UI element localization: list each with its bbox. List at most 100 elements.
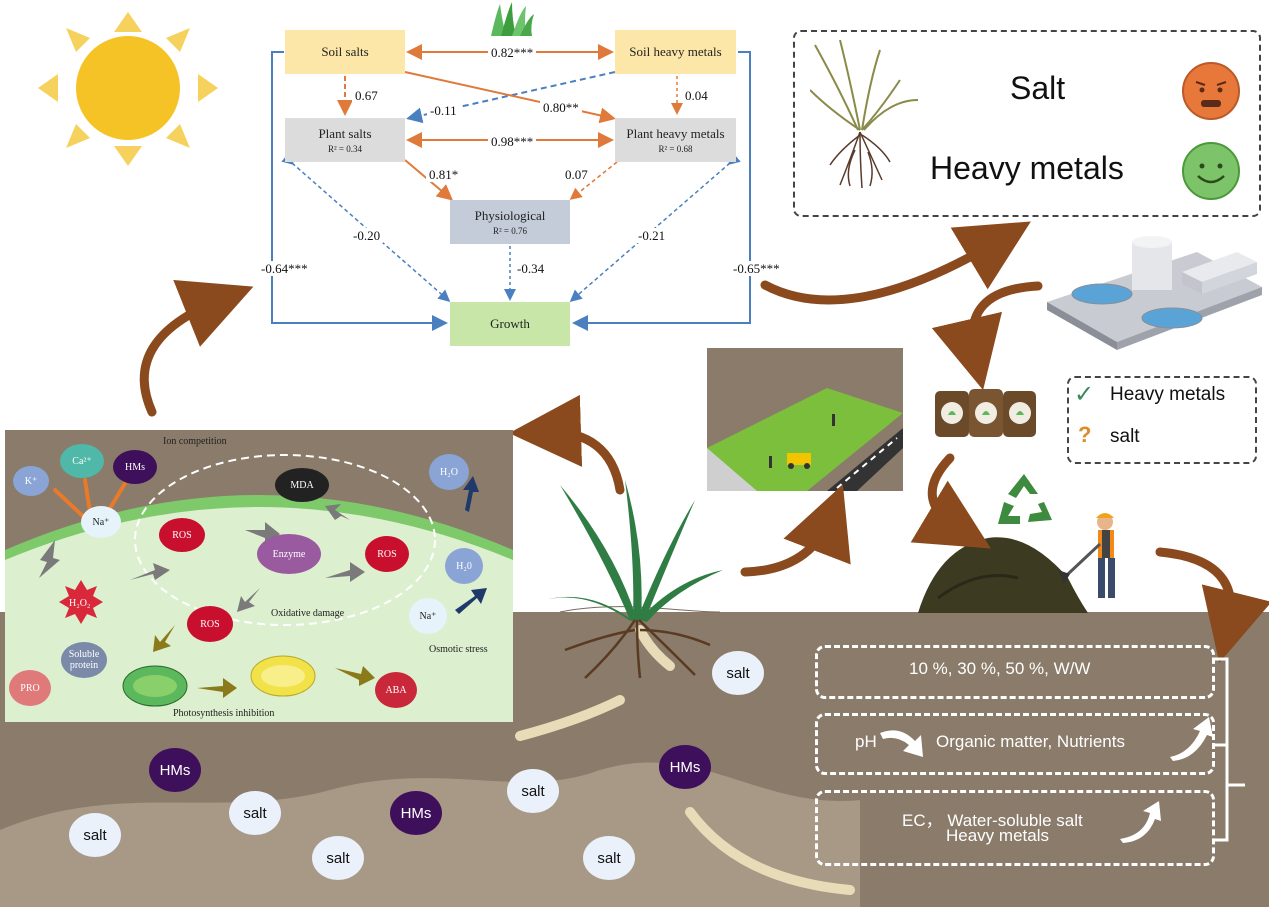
soil-salt-marker: salt bbox=[229, 791, 281, 835]
evaluation-legend-box bbox=[1067, 376, 1257, 464]
path-coef: 0.04 bbox=[682, 88, 711, 103]
path-coef: -0.11 bbox=[427, 103, 460, 118]
osmotic-stress-label: Osmotic stress bbox=[429, 644, 488, 655]
growth-label: Growth bbox=[490, 316, 530, 331]
salt-label: salt bbox=[83, 826, 107, 844]
soil-hms-marker: HMs bbox=[390, 791, 442, 835]
ros-label: ROS bbox=[377, 548, 397, 560]
question-icon: ? bbox=[1078, 422, 1092, 447]
happy-face-icon bbox=[1182, 142, 1240, 200]
ros-label: ROS bbox=[200, 618, 220, 630]
enzyme-label: Enzyme bbox=[272, 548, 306, 560]
hms-label: HMs bbox=[159, 761, 191, 779]
hms-ion: HMs bbox=[113, 450, 157, 484]
h2o2-label: H₂O₂ bbox=[69, 598, 91, 609]
h2o-label: H₂0 bbox=[456, 560, 472, 572]
plant-salts-label: Plant salts bbox=[318, 126, 372, 141]
hms-ion-label: HMs bbox=[124, 461, 145, 473]
mda-label: MDA bbox=[290, 479, 314, 491]
mda-node: MDA bbox=[275, 468, 329, 502]
h2o-node: H₂0 bbox=[445, 548, 483, 584]
ros-label: ROS bbox=[172, 529, 192, 541]
legend-salt-label: Salt bbox=[1010, 70, 1066, 106]
salt-label: salt bbox=[726, 664, 750, 682]
path-coef: 0.67 bbox=[352, 88, 381, 103]
salt-label: salt bbox=[243, 804, 267, 822]
plant-salts-node: Plant salts R² = 0.34 bbox=[285, 118, 405, 162]
road-construction-image bbox=[707, 348, 903, 491]
eval-salt-label: salt bbox=[1110, 426, 1140, 447]
treatment-ph: pH bbox=[855, 732, 877, 751]
treatment-box bbox=[815, 645, 1215, 699]
soil-salts-node: Soil salts bbox=[285, 30, 405, 74]
plant-salts-r2: R² = 0.34 bbox=[327, 144, 363, 154]
h2o-node: H₂O bbox=[429, 454, 469, 490]
sad-face-icon bbox=[1182, 62, 1240, 120]
soil-salt-marker: salt bbox=[712, 651, 764, 695]
hms-label: HMs bbox=[669, 758, 701, 776]
path-coef: -0.20 bbox=[350, 228, 384, 243]
soluble-protein-node: Soluble protein bbox=[61, 642, 107, 678]
treatment-organic: Organic matter, Nutrients bbox=[936, 732, 1125, 751]
physiological-label: Physiological bbox=[474, 208, 546, 223]
h2o-label: H₂O bbox=[440, 466, 458, 478]
check-icon: ✓ bbox=[1074, 381, 1095, 408]
oxidative-damage-label: Oxidative damage bbox=[271, 608, 345, 619]
cell-mechanism-panel: Ion competition K⁺ Ca²⁺ HMs Na⁺ H₂O₂ ROS… bbox=[5, 430, 513, 722]
treatment-ec: EC， Water-soluble salt bbox=[902, 811, 1083, 830]
ros-node: ROS bbox=[187, 606, 233, 642]
soil-salts-label: Soil salts bbox=[321, 44, 369, 59]
ca-ion: Ca²⁺ bbox=[60, 444, 104, 478]
na-ion-label: Na⁺ bbox=[92, 516, 110, 528]
photosynthesis-inhibition-label: Photosynthesis inhibition bbox=[173, 708, 275, 719]
ryegrass-plant bbox=[545, 480, 723, 679]
aba-node: ABA bbox=[375, 672, 417, 708]
ca-ion-label: Ca²⁺ bbox=[72, 455, 92, 467]
k-ion-label: K⁺ bbox=[24, 475, 38, 487]
plant-heavy-metals-r2: R² = 0.68 bbox=[658, 144, 693, 154]
plant-heavy-metals-label: Plant heavy metals bbox=[626, 126, 725, 141]
growth-node: Growth bbox=[450, 302, 570, 346]
compost-bags-icon bbox=[935, 389, 1036, 437]
path-coef: -0.21 bbox=[635, 228, 669, 243]
recycle-icon bbox=[998, 474, 1052, 524]
ion-competition-label: Ion competition bbox=[163, 436, 227, 447]
soil-hms-marker: HMs bbox=[659, 745, 711, 789]
soil-salt-marker: salt bbox=[583, 836, 635, 880]
path-coef: -0.65*** bbox=[730, 261, 783, 276]
physiological-node: Physiological R² = 0.76 bbox=[450, 200, 570, 244]
path-coef: 0.07 bbox=[562, 167, 591, 182]
aba-label: ABA bbox=[385, 684, 407, 696]
treatment-box bbox=[815, 790, 1215, 866]
path-coef: -0.34 bbox=[514, 261, 548, 276]
soil-heavy-metals-node: Soil heavy metals bbox=[615, 30, 736, 74]
na-ion-label: Na⁺ bbox=[419, 610, 437, 622]
soil-hms-marker: HMs bbox=[149, 748, 201, 792]
ros-node: ROS bbox=[159, 518, 205, 552]
physiological-r2: R² = 0.76 bbox=[492, 226, 528, 236]
soil-heavy-metals-label: Soil heavy metals bbox=[629, 44, 722, 59]
salt-label: salt bbox=[597, 849, 621, 867]
path-coef: 0.82*** bbox=[488, 45, 537, 60]
path-coef: 0.98*** bbox=[488, 134, 537, 149]
ros-node: ROS bbox=[365, 536, 409, 572]
pro-label: PRO bbox=[20, 682, 40, 694]
legend-heavy-metals-label: Heavy metals bbox=[930, 150, 1124, 186]
enzyme-node: Enzyme bbox=[257, 534, 321, 574]
treatment-ratios: 10 %, 30 %, 50 %, W/W bbox=[909, 659, 1091, 678]
salt-label: salt bbox=[521, 782, 545, 800]
na-ion: Na⁺ bbox=[409, 598, 447, 634]
treatment-arrows bbox=[880, 657, 1245, 843]
hms-label: HMs bbox=[400, 804, 432, 822]
grass-icon bbox=[491, 2, 534, 36]
salt-label: salt bbox=[326, 849, 350, 867]
path-coef: 0.80** bbox=[540, 100, 582, 115]
path-coef: -0.64*** bbox=[258, 261, 311, 276]
na-ion: Na⁺ bbox=[81, 506, 121, 538]
soil-salt-marker: salt bbox=[69, 813, 121, 857]
soil-salt-marker: salt bbox=[507, 769, 559, 813]
compost-heap-worker bbox=[918, 513, 1115, 613]
plant-root-icon bbox=[810, 40, 919, 189]
